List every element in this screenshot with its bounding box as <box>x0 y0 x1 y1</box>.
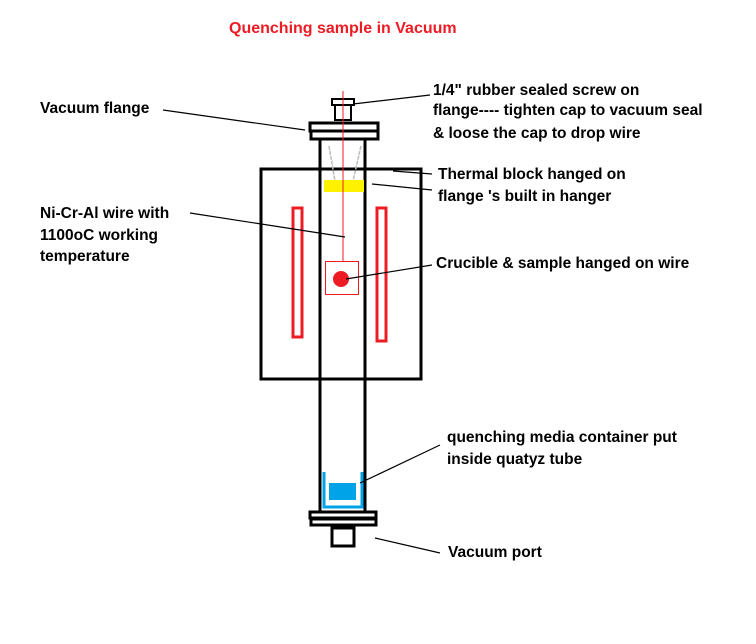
thermal-block <box>324 180 364 192</box>
vacuum-port <box>330 526 356 548</box>
label-thermal-1: Thermal block hanged on <box>438 166 626 183</box>
sample <box>333 271 349 287</box>
leader-thermal-2 <box>371 183 433 191</box>
label-screw-3: & loose the cap to drop wire <box>433 125 641 142</box>
heater-left <box>291 206 304 339</box>
leader-thermal-1 <box>392 170 433 175</box>
diagram-title: Quenching sample in Vacuum <box>229 20 457 37</box>
label-container-1: quenching media container put <box>447 429 677 446</box>
heater-right <box>375 206 388 343</box>
leader-screw <box>352 94 431 105</box>
label-wire-3: temperature <box>40 248 130 265</box>
furnace-block <box>259 167 423 381</box>
label-vacuum-flange: Vacuum flange <box>40 100 150 117</box>
label-thermal-2: flange 's built in hanger <box>438 188 611 205</box>
leader-container <box>359 444 441 484</box>
quench-container <box>322 472 364 509</box>
label-crucible: Crucible & sample hanged on wire <box>436 255 690 272</box>
bottom-flange <box>308 510 378 520</box>
label-wire-1: Ni-Cr-Al wire with <box>40 205 169 222</box>
top-flange-lower <box>309 129 380 141</box>
leader-vacuum-flange <box>162 109 306 131</box>
hanger-left <box>328 145 336 182</box>
bottom-flange-lower <box>309 517 378 527</box>
label-screw-1: 1/4" rubber sealed screw on <box>433 82 639 99</box>
leader-wire <box>189 212 346 238</box>
label-screw-2: flange---- tighten cap to vacuum seal <box>433 102 703 119</box>
leader-vacuum-port <box>374 537 441 554</box>
hanger-right <box>352 145 362 182</box>
label-wire-2: 1100oC working <box>40 227 158 244</box>
quench-media <box>329 483 356 500</box>
label-container-2: inside quatyz tube <box>447 451 583 468</box>
crucible <box>325 261 359 295</box>
label-vacuum-port: Vacuum port <box>448 544 542 561</box>
leader-crucible <box>345 264 433 280</box>
